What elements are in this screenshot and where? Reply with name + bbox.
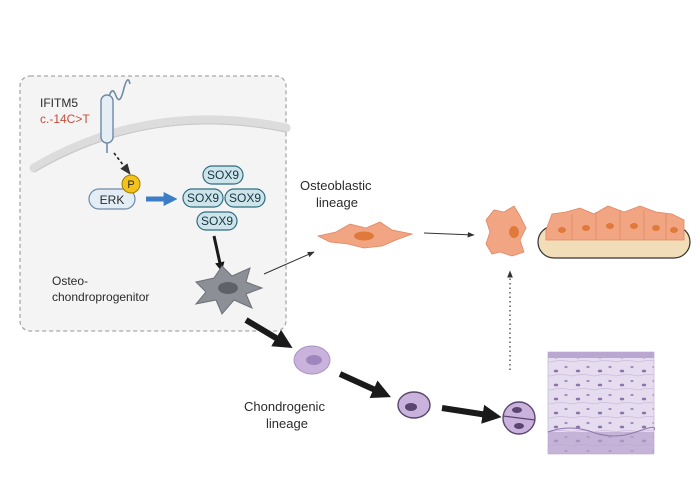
progenitor-label-line1: Osteo-: [52, 274, 88, 288]
sox9-label: SOX9: [207, 168, 239, 182]
erk-node: ERK: [88, 188, 136, 210]
phospho-group: P: [121, 174, 141, 194]
osteoblast-cell: [485, 205, 527, 257]
phospho-label: P: [127, 179, 134, 191]
sox9-cluster: SOX9 SOX9 SOX9 SOX9: [182, 165, 266, 231]
to-dividing-chondrocyte-arrow: [441, 404, 502, 424]
to-osteoblastic-arrow: [263, 251, 315, 275]
sox9-node: SOX9: [224, 188, 266, 208]
chondrogenic-label-line2: lineage: [266, 416, 308, 431]
cell-membrane: [29, 115, 291, 173]
progenitor-label-line2: chondroprogenitor: [52, 290, 149, 304]
activation-arrow-dashed: [113, 152, 131, 175]
sox9-to-progenitor-arrow: [212, 235, 225, 272]
osteoblastic-label-line2: lineage: [316, 195, 358, 210]
to-chondrogenic-arrow: [244, 317, 293, 348]
sox9-node: SOX9: [196, 211, 238, 231]
erk-label: ERK: [100, 193, 125, 207]
ifitm5-protein: [100, 79, 131, 153]
to-chondrocyte-arrow: [338, 371, 391, 398]
to-osteoblast-arrow: [423, 231, 475, 238]
chondroprogenitor-cell: [293, 345, 331, 375]
preosteoblast-cell: [316, 221, 414, 249]
sox9-node: SOX9: [182, 188, 224, 208]
gene-variant: c.-14C>T: [40, 112, 90, 126]
sox9-node: SOX9: [202, 165, 244, 185]
dividing-chondrocyte: [502, 401, 536, 435]
cartilage-tissue: [547, 351, 656, 455]
progenitor-cell: [194, 265, 264, 315]
sox9-label: SOX9: [187, 191, 219, 205]
sox9-label: SOX9: [201, 214, 233, 228]
gene-name: IFITM5: [40, 96, 78, 110]
chondrocyte-cell: [397, 391, 431, 419]
chondrogenic-label-line1: Chondrogenic: [244, 399, 325, 414]
osteoblast-layer: [545, 205, 685, 241]
sox9-label: SOX9: [229, 191, 261, 205]
osteoblastic-label-line1: Osteoblastic: [300, 178, 372, 193]
